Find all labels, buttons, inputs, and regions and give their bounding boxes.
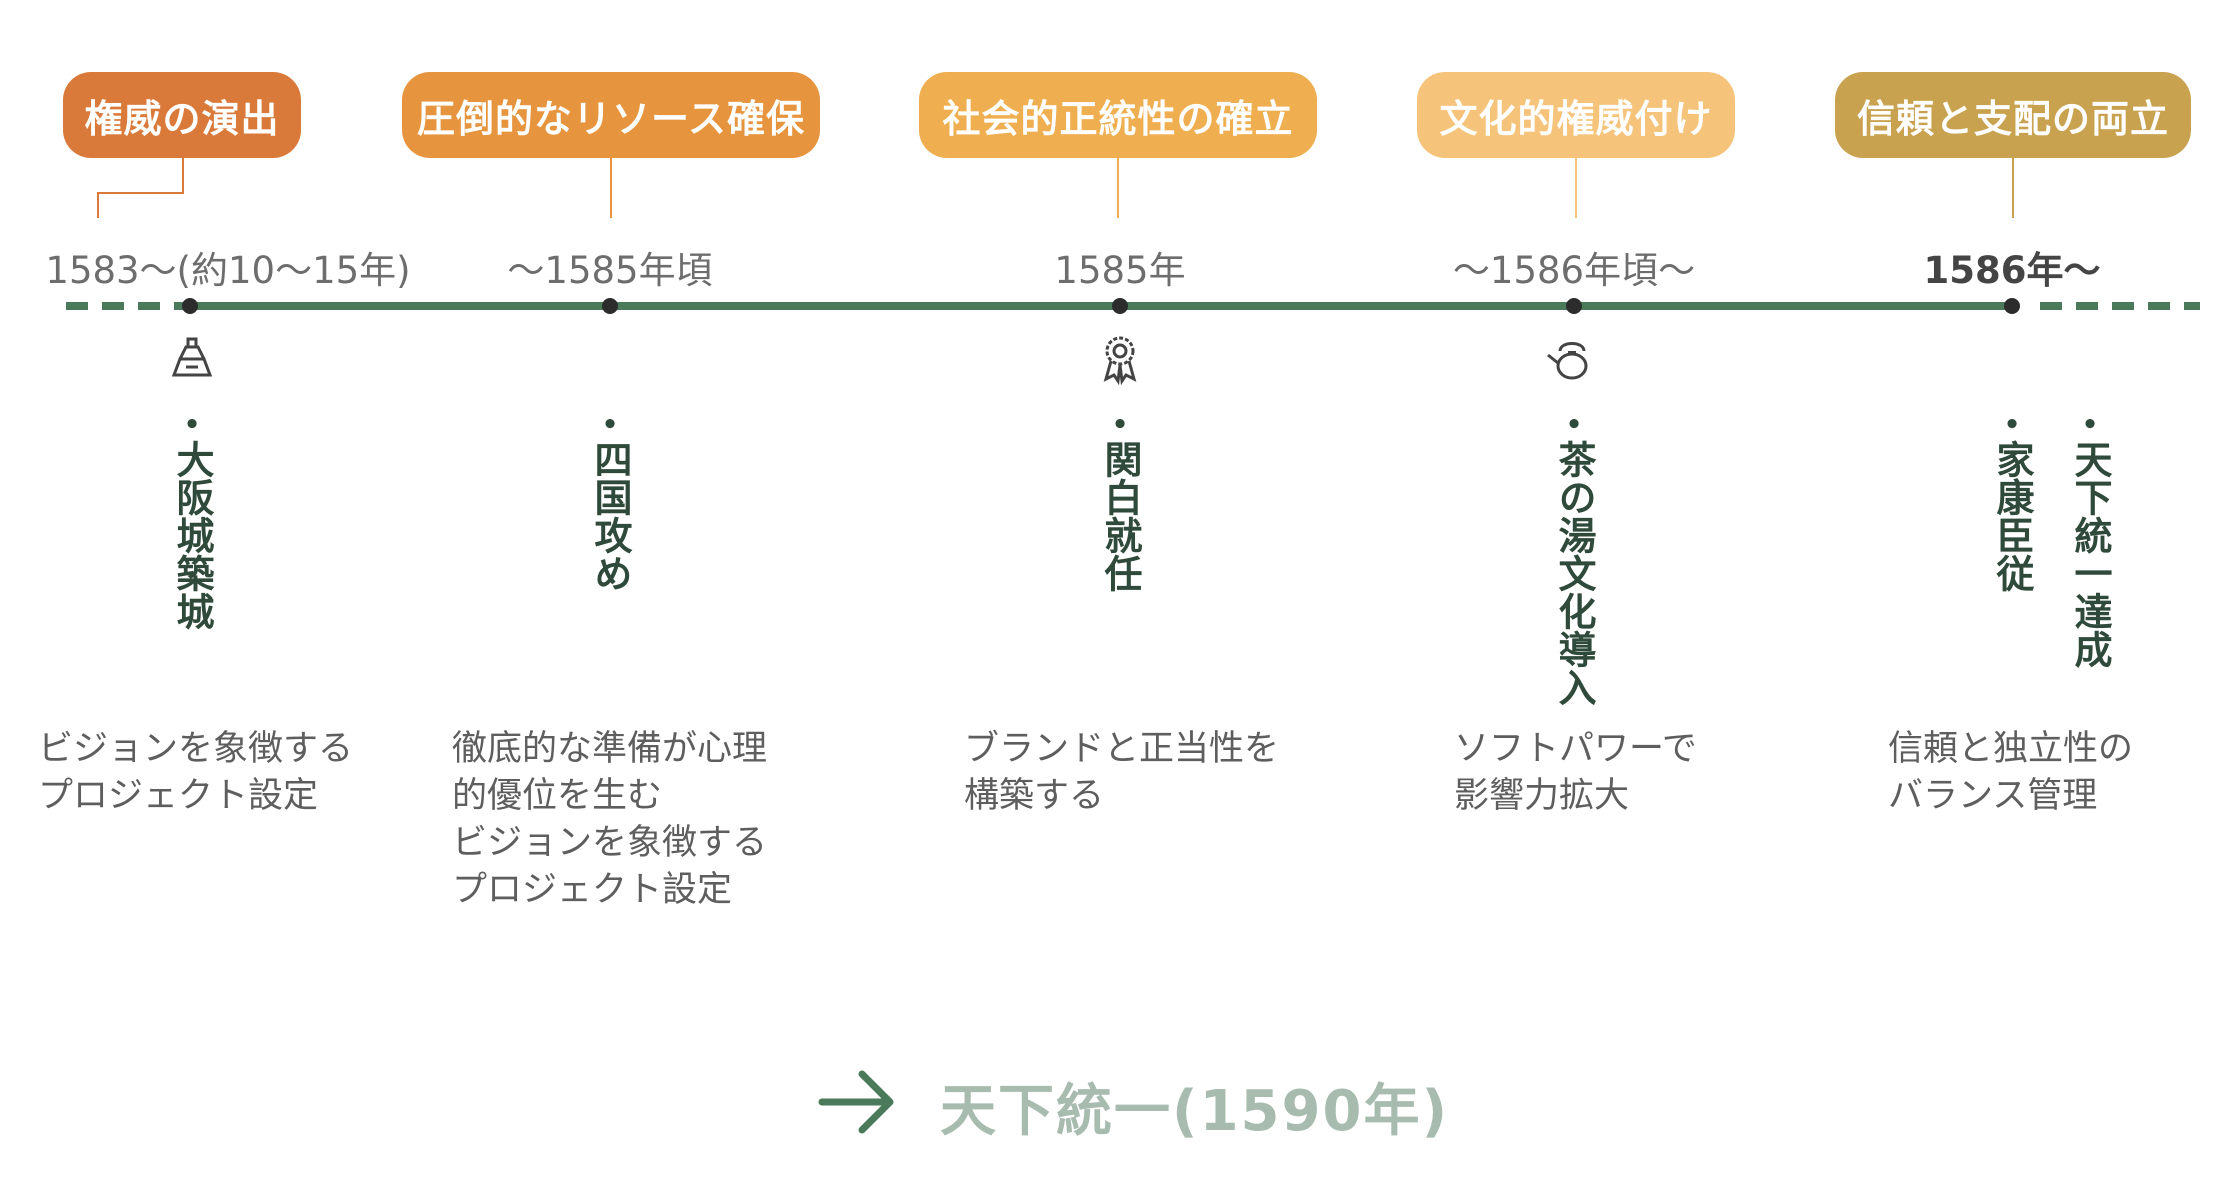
connector-1-horizontal <box>97 192 184 194</box>
stage-pill-culture: 文化的権威付け <box>1417 72 1735 158</box>
event-unification: •天下統一達成 <box>2068 410 2112 668</box>
event-label-3: 関白就任 <box>1098 440 1142 592</box>
description-4: ソフトパワーで 影響力拡大 <box>1454 729 1697 816</box>
event-ieyasu: •家康臣従 <box>1990 410 2034 592</box>
date-label-2: 〜1585年頃 <box>507 249 713 292</box>
event-shikoku: •四国攻め <box>588 410 632 592</box>
date-label-1: 1583〜(約10〜15年) <box>45 249 411 292</box>
timeline-dot-5 <box>2004 298 2020 314</box>
timeline-dot-1 <box>182 298 198 314</box>
event-label-2: 四国攻め <box>588 440 632 592</box>
date-label-3: 1585年 <box>1054 249 1186 292</box>
description-2: 徹底的な準備が心理 的優位を生む ビジョンを象徴する プロジェクト設定 <box>452 729 768 910</box>
event-osaka-castle: •大阪城築城 <box>170 410 214 630</box>
date-label-4: 〜1586年頃〜 <box>1452 249 1696 292</box>
event-label-1: 大阪城築城 <box>170 440 214 630</box>
stage-pill-legitimacy: 社会的正統性の確立 <box>919 72 1317 158</box>
connector-5 <box>2012 158 2014 218</box>
connector-1 <box>182 158 184 192</box>
connector-3 <box>1117 158 1119 218</box>
stage-pill-resources: 圧倒的なリソース確保 <box>402 72 820 158</box>
footer-goal: 天下統一(1590年) <box>940 1079 1450 1144</box>
description-5: 信頼と独立性の バランス管理 <box>1888 729 2134 816</box>
timeline-dot-3 <box>1112 298 1128 314</box>
date-label-5: 1586年〜 <box>1923 249 2101 292</box>
tea-kettle-icon <box>1547 342 1588 380</box>
event-label-6: 天下統一達成 <box>2068 440 2112 668</box>
connector-1-down <box>97 192 99 218</box>
event-label-5: 家康臣従 <box>1990 440 2034 592</box>
event-tea-ceremony: •茶の湯文化導入 <box>1552 410 1596 706</box>
stage-pill-trust: 信頼と支配の両立 <box>1835 72 2191 158</box>
stage-pill-authority: 権威の演出 <box>63 72 301 158</box>
description-1: ビジョンを象徴する プロジェクト設定 <box>38 729 354 816</box>
award-ribbon-icon <box>1103 336 1137 385</box>
event-label-4: 茶の湯文化導入 <box>1552 440 1596 706</box>
connector-4 <box>1575 158 1577 218</box>
event-kampaku: •関白就任 <box>1098 410 1142 592</box>
castle-icon <box>171 337 213 377</box>
connector-2 <box>610 158 612 218</box>
timeline-dot-4 <box>1566 298 1582 314</box>
arrow-right-icon <box>818 1070 894 1134</box>
timeline-dot-2 <box>602 298 618 314</box>
timeline-line <box>66 302 2200 310</box>
description-3: ブランドと正当性を 構築する <box>964 729 1280 816</box>
